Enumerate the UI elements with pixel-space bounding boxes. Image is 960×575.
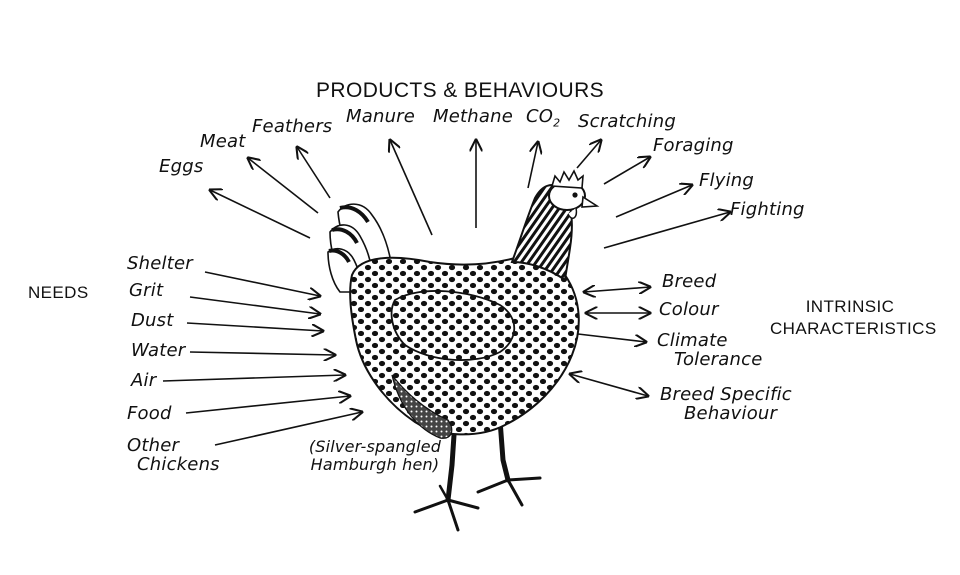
arrow-dust [186, 322, 323, 331]
label-grit: Grit [129, 280, 164, 301]
label-dust: Dust [131, 310, 174, 331]
arrow-co2 [527, 142, 538, 189]
label-other-chickens: Other Chickens [127, 435, 220, 475]
product-arrows [210, 140, 730, 249]
label-breed-specific-line2: Behaviour [684, 402, 778, 424]
arrow-foraging [603, 157, 650, 185]
label-shelter: Shelter [127, 253, 193, 274]
arrow-other-chickens [214, 412, 362, 446]
arrow-grit [189, 296, 320, 314]
hen-eye [572, 192, 578, 198]
label-co2: CO2 [526, 108, 560, 129]
arrow-breed-specific [570, 374, 648, 396]
hen-illustration [327, 169, 600, 532]
label-climate-line1: Climate [657, 330, 728, 351]
arrow-flying [615, 185, 692, 218]
hen-wing [390, 290, 516, 361]
products-heading: PRODUCTS & BEHAVIOURS [316, 79, 605, 102]
needs-heading: NEEDS [28, 283, 89, 302]
hen-caption: (Silver-spangled Hamburgh hen) [305, 438, 445, 473]
label-meat: Meat [200, 131, 246, 152]
label-co2-base: CO [526, 106, 554, 127]
arrow-manure [390, 140, 433, 236]
label-climate-tolerance: Climate Tolerance [657, 330, 763, 370]
arrow-food [185, 396, 350, 414]
label-foraging: Foraging [653, 135, 734, 156]
hen-wattle [567, 207, 578, 219]
label-water: Water [131, 340, 186, 361]
arrow-eggs [210, 190, 311, 239]
label-fighting: Fighting [730, 199, 805, 220]
intrinsic-heading-line1: INTRINSIC [805, 297, 895, 316]
label-other-chickens-line2: Chickens [137, 453, 220, 475]
arrow-meat [248, 158, 319, 214]
arrow-air [162, 375, 345, 382]
hen-beak [581, 195, 600, 208]
label-co2-subscript: 2 [553, 116, 561, 130]
label-colour: Colour [659, 299, 719, 320]
hen-fluff [391, 374, 453, 439]
hen-comb [550, 169, 584, 189]
hen-caption-line1: (Silver-spangled [308, 437, 442, 456]
arrow-water [189, 352, 335, 355]
intrinsic-heading-line2: CHARACTERISTICS [770, 319, 937, 338]
label-other-chickens-line1: Other [127, 435, 180, 456]
label-breed-specific: Breed Specific Behaviour [660, 384, 792, 424]
hen-caption-line2: Hamburgh hen) [310, 454, 440, 474]
label-methane: Methane [433, 106, 513, 127]
label-feathers: Feathers [252, 116, 333, 137]
hen-legs [413, 417, 542, 532]
intrinsic-heading: INTRINSIC CHARACTERISTICS [770, 297, 937, 338]
label-food: Food [127, 403, 172, 424]
needs-arrows [162, 271, 362, 446]
label-breed: Breed [662, 271, 717, 292]
arrow-shelter [204, 271, 320, 296]
arrow-scratching [576, 140, 601, 169]
label-eggs: Eggs [159, 156, 204, 177]
label-breed-specific-line1: Breed Specific [660, 384, 792, 405]
label-air: Air [131, 370, 157, 391]
arrow-fighting [603, 212, 730, 249]
label-manure: Manure [346, 106, 416, 127]
intrinsic-arrows [570, 287, 650, 396]
arrow-breed [584, 287, 650, 292]
label-scratching: Scratching [578, 111, 676, 132]
label-flying: Flying [699, 170, 755, 191]
arrow-climate [577, 333, 646, 342]
label-climate-line2: Tolerance [674, 348, 763, 370]
arrow-feathers [297, 147, 331, 199]
